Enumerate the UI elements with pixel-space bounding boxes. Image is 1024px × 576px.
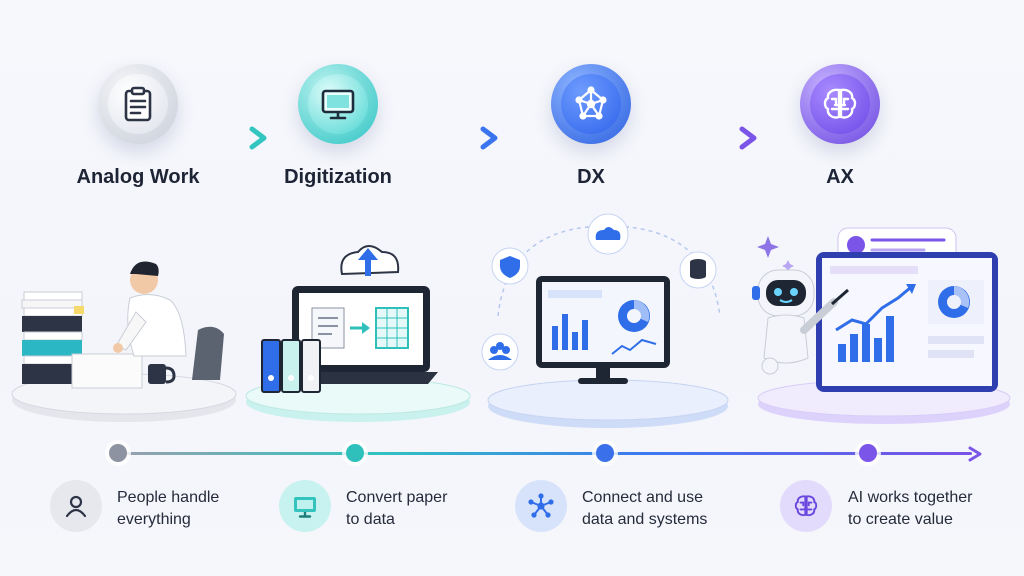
timeline <box>118 452 972 455</box>
team-icon <box>481 333 519 371</box>
stage-title-dx: DX <box>577 166 605 188</box>
timeline-dot-digitization <box>346 444 364 462</box>
caption-badge-dx <box>515 480 567 532</box>
timeline-dot-analog <box>109 444 127 462</box>
timeline-dot-dx <box>596 444 614 462</box>
caption-line: Connect and use <box>582 489 703 506</box>
cloud-icon <box>587 213 629 255</box>
brain-icon <box>823 88 857 119</box>
ax-illustration <box>752 227 1011 424</box>
timeline-dot-ax <box>859 444 877 462</box>
digitization-stage-badge <box>298 64 378 144</box>
clipboard-icon <box>124 86 152 122</box>
person-icon <box>65 495 87 518</box>
caption-line: to create value <box>848 511 953 528</box>
analog-work-illustration <box>11 261 237 422</box>
analog-stage-badge <box>98 64 178 144</box>
caption-digitization: Convert paper to data <box>346 487 516 531</box>
stage-title-ax: AX <box>826 166 854 188</box>
brain-icon <box>794 495 818 517</box>
caption-line: to data <box>346 511 395 528</box>
dx-stage-badge <box>551 64 631 144</box>
network-icon <box>528 493 554 518</box>
stage-title-analog: Analog Work <box>76 166 200 188</box>
caption-line: AI works together <box>848 489 973 506</box>
monitor-icon <box>321 89 355 120</box>
caption-badge-ax <box>780 480 832 532</box>
robot-icon <box>752 269 849 375</box>
timeline-arrowhead-icon <box>968 446 982 462</box>
monitor-icon <box>294 497 316 518</box>
dx-illustration <box>481 213 729 428</box>
database-icon <box>679 251 717 289</box>
shield-icon <box>491 247 529 285</box>
stage-title-digitization: Digitization <box>284 166 392 188</box>
caption-line: data and systems <box>582 511 708 528</box>
caption-dx: Connect and use data and systems <box>582 487 752 531</box>
caption-line: Convert paper <box>346 489 448 506</box>
network-icon <box>575 86 607 120</box>
arrow-right-icon <box>700 126 757 150</box>
cloud-upload-icon <box>340 245 400 276</box>
caption-analog: People handle everything <box>117 487 287 531</box>
arrow-right-icon <box>443 126 498 150</box>
ax-stage-badge <box>800 64 880 144</box>
caption-badge-analog <box>50 480 102 532</box>
caption-ax: AI works together to create value <box>848 487 1018 531</box>
paper-stack <box>21 291 84 384</box>
caption-badge-digitization <box>279 480 331 532</box>
caption-line: everything <box>117 511 191 528</box>
caption-line: People handle <box>117 489 220 506</box>
arrow-right-icon <box>212 126 267 150</box>
digitization-illustration <box>245 245 471 422</box>
